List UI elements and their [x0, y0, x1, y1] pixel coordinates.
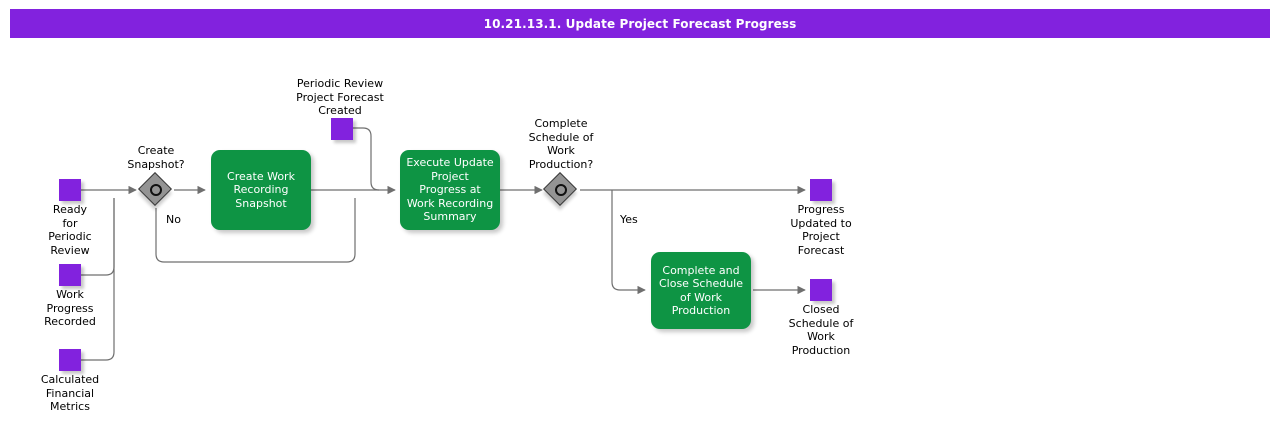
event-closed-schedule-of-work-production[interactable]: [810, 279, 832, 301]
event-ready-for-periodic-review[interactable]: [59, 179, 81, 201]
flow-forecast-created-to-main: [353, 127, 380, 191]
task-execute-update-project-progress-at-work-recording-summary[interactable]: Execute Update Project Progress at Work …: [400, 150, 500, 230]
task-create-work-recording-snapshot[interactable]: Create Work Recording Snapshot: [211, 150, 311, 230]
flow-label-create-snapshot-no: No: [166, 213, 181, 226]
event-progress-updated-to-project-forecast[interactable]: [810, 179, 832, 201]
gateway-label-complete-schedule-of-work-production: Complete Schedule of Work Production?: [528, 117, 594, 171]
page-title: 10.21.13.1. Update Project Forecast Prog…: [10, 9, 1270, 38]
event-label-progress-updated-to-project-forecast: Progress Updated to Project Forecast: [790, 203, 852, 257]
gateway-label-create-snapshot: Create Snapshot?: [127, 144, 185, 171]
gateway-complete-schedule-of-work-production[interactable]: [543, 172, 578, 207]
task-complete-and-close-schedule-of-work-production[interactable]: Complete and Close Schedule of Work Prod…: [651, 252, 751, 329]
flow-label-complete-schedule-yes: Yes: [620, 213, 638, 226]
gateway-create-snapshot[interactable]: [138, 172, 173, 207]
event-label-ready-for-periodic-review: Ready for Periodic Review: [48, 203, 92, 257]
event-label-calculated-financial-metrics: Calculated Financial Metrics: [40, 373, 100, 413]
event-calculated-financial-metrics[interactable]: [59, 349, 81, 371]
event-label-periodic-review-project-forecast-created: Periodic Review Project Forecast Created: [296, 77, 384, 117]
inclusive-gateway-ring-icon: [555, 184, 567, 196]
event-periodic-review-project-forecast-created[interactable]: [331, 118, 353, 140]
flow-complete-schedule-yes: [611, 190, 646, 295]
event-label-closed-schedule-of-work-production: Closed Schedule of Work Production: [788, 303, 854, 357]
event-label-work-progress-recorded: Work Progress Recorded: [44, 288, 96, 328]
event-work-progress-recorded[interactable]: [59, 264, 81, 286]
inclusive-gateway-ring-icon: [150, 184, 162, 196]
